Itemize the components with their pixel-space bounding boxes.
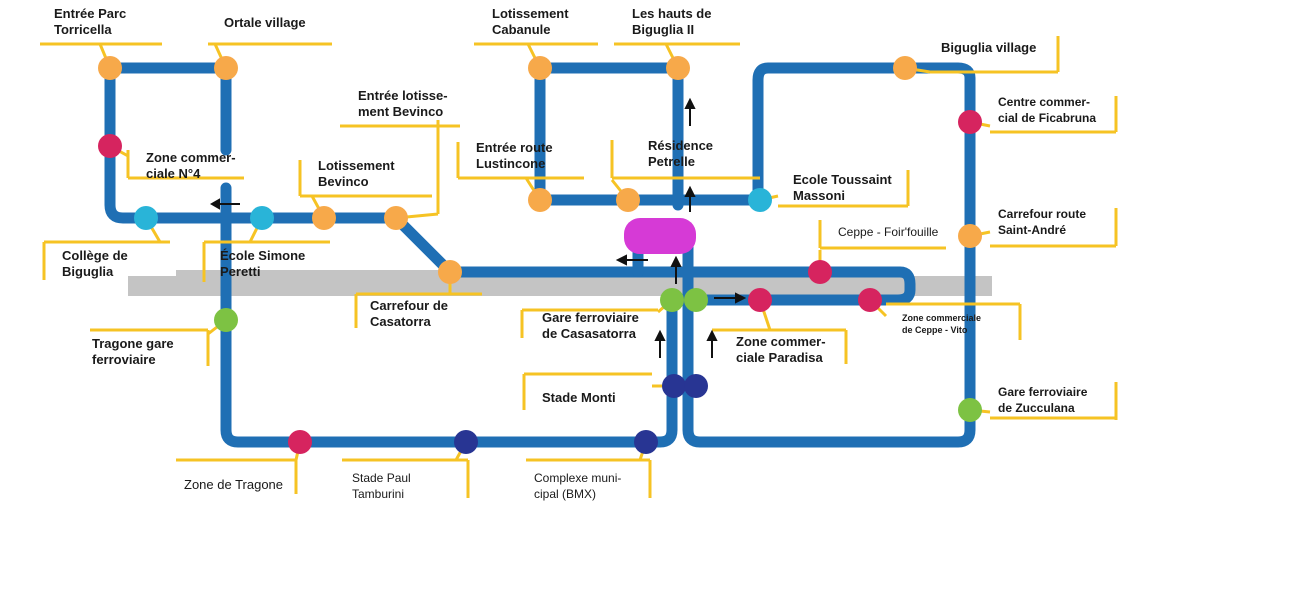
label-lotissement-bevinco: Lotissement Bevinco <box>318 158 395 189</box>
direction-arrow <box>209 198 240 210</box>
stop-entree-parc-torricella[interactable] <box>98 56 122 80</box>
railway-band-left <box>176 270 476 280</box>
direction-arrow <box>615 254 648 266</box>
stop-college-biguglia[interactable] <box>134 206 158 230</box>
railway-band <box>128 276 992 296</box>
stop-carrefour-saint-andre[interactable] <box>958 224 982 248</box>
label-zone-paradisa: Zone commer- ciale Paradisa <box>736 334 826 365</box>
label-centre-commercial-ficabruna: Centre commer- cial de Ficabruna <box>998 95 1097 125</box>
stop-centre-commercial-ficabruna[interactable] <box>958 110 982 134</box>
stop-ortale-village[interactable] <box>214 56 238 80</box>
label-zone-commerciale-n4: Zone commer- ciale N°4 <box>146 150 236 181</box>
stop-stade-paul-tamburini[interactable] <box>454 430 478 454</box>
stop-ecole-toussaint-massoni[interactable] <box>748 188 772 212</box>
direction-arrow <box>670 255 682 284</box>
bus-line-central <box>444 266 916 306</box>
label-biguglia-village: Biguglia village <box>941 40 1037 55</box>
label-lotissement-cabanule: Lotissement Cabanule <box>492 6 569 37</box>
label-ecole-toussaint-massoni: Ecole Toussaint Massoni <box>793 172 892 203</box>
label-ortale-village: Ortale village <box>224 15 306 30</box>
stop-zone-ceppe-vito[interactable] <box>858 288 882 312</box>
label-carrefour-saint-andre: Carrefour route Saint-André <box>998 207 1087 237</box>
stop-lotissement-bevinco[interactable] <box>312 206 336 230</box>
stop-gare-casasatorra-a[interactable] <box>660 288 684 312</box>
stop-residence-petrelle[interactable] <box>616 188 640 212</box>
central-hub <box>624 218 696 254</box>
stop-les-hauts-de-biguglia[interactable] <box>666 56 690 80</box>
direction-arrow <box>654 329 666 358</box>
label-college-biguglia: Collège de Biguglia <box>62 248 128 279</box>
stop-complexe-municipal[interactable] <box>634 430 658 454</box>
direction-arrow <box>684 97 696 126</box>
stop-ecole-simone-peretti[interactable] <box>250 206 274 230</box>
stop-stade-monti-a[interactable] <box>662 374 686 398</box>
bus-line-west-loop <box>104 62 456 278</box>
label-entree-parc-torricella: Entrée Parc Torricella <box>54 6 127 37</box>
rail-direction-label: VERS BASTIA <box>997 280 1076 294</box>
label-complexe-municipal: Complexe muni- cipal (BMX) <box>534 471 622 501</box>
label-residence-petrelle: Résidence Petrelle <box>648 138 714 169</box>
bus-line-central-down <box>682 62 976 448</box>
label-entree-route-lustincone: Entrée route Lustincone <box>476 140 553 171</box>
stop-stade-monti-b[interactable] <box>684 374 708 398</box>
direction-arrow <box>706 329 718 358</box>
label-zone-tragone: Zone de Tragone <box>184 477 284 492</box>
stop-ceppe-foirfouille[interactable] <box>808 260 832 284</box>
stop-carrefour-casatorra[interactable] <box>438 260 462 284</box>
label-gare-zucculana: Gare ferroviaire de Zucculana <box>998 385 1088 415</box>
stop-zone-paradisa[interactable] <box>748 288 772 312</box>
stop-entree-lotissement-bevinco[interactable] <box>384 206 408 230</box>
direction-arrow <box>684 185 696 212</box>
stop-lotissement-cabanule[interactable] <box>528 56 552 80</box>
direction-arrow <box>714 292 747 304</box>
stop-entree-route-lustincone[interactable] <box>528 188 552 212</box>
label-tragone-gare: Tragone gare ferroviaire <box>92 336 174 367</box>
stop-zone-commerciale-n4[interactable] <box>98 134 122 158</box>
bus-line-north-loop <box>534 62 766 306</box>
label-zone-ceppe-vito: Zone commerciale de Ceppe - Vito <box>902 313 982 335</box>
stop-zone-tragone[interactable] <box>288 430 312 454</box>
stop-gare-casasatorra-b[interactable] <box>684 288 708 312</box>
label-carrefour-casatorra: Carrefour de Casatorra <box>370 298 449 329</box>
label-stade-monti: Stade Monti <box>542 390 616 405</box>
stop-tragone-gare[interactable] <box>214 308 238 332</box>
label-entree-lotissement-bevinco: Entrée lotisse- ment Bevinco <box>358 88 448 119</box>
label-les-hauts-de-biguglia: Les hauts de Biguglia II <box>632 6 712 37</box>
label-gare-casasatorra: Gare ferroviaire de Casasatorra <box>542 310 639 341</box>
label-ecole-simone-peretti: École Simone Peretti <box>220 248 306 279</box>
label-ceppe-foirfouille: Ceppe - Foir'fouille <box>838 225 939 239</box>
stop-biguglia-village[interactable] <box>893 56 917 80</box>
bus-line-tragone <box>220 182 678 448</box>
stop-gare-zucculana[interactable] <box>958 398 982 422</box>
label-stade-paul-tamburini: Stade Paul Tamburini <box>352 471 411 501</box>
